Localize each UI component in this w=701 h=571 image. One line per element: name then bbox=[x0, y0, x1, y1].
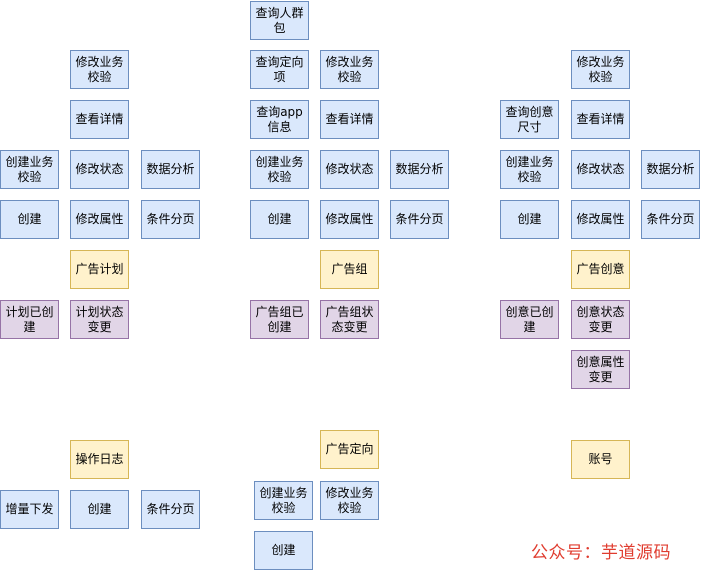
node-group-data-analysis: 数据分析 bbox=[390, 150, 449, 189]
node-plan-create: 创建 bbox=[0, 200, 59, 239]
node-creative-data-analysis: 数据分析 bbox=[641, 150, 700, 189]
node-ad-creative: 广告创意 bbox=[571, 250, 630, 289]
node-group-modify-biz-validate: 修改业务校验 bbox=[320, 50, 379, 89]
watermark-text: 公众号：芋道源码 bbox=[531, 543, 671, 563]
node-targeting-create: 创建 bbox=[254, 531, 313, 570]
node-query-audience-pack: 查询人群包 bbox=[250, 1, 309, 40]
node-group-create-biz-validate: 创建业务校验 bbox=[250, 150, 309, 189]
node-group-status-change: 广告组状态变更 bbox=[320, 300, 379, 339]
node-account: 账号 bbox=[571, 440, 630, 479]
node-plan-view-details: 查看详情 bbox=[70, 100, 129, 139]
node-plan-created: 计划已创建 bbox=[0, 300, 59, 339]
node-plan-modify-status: 修改状态 bbox=[70, 150, 129, 189]
node-creative-create: 创建 bbox=[500, 200, 559, 239]
node-log-create: 创建 bbox=[70, 490, 129, 529]
node-log-cond-paging: 条件分页 bbox=[141, 490, 200, 529]
node-plan-cond-paging: 条件分页 bbox=[141, 200, 200, 239]
node-creative-query-size: 查询创意尺寸 bbox=[500, 100, 559, 139]
node-group-query-targeting: 查询定向项 bbox=[250, 50, 309, 89]
node-plan-modify-biz-validate: 修改业务校验 bbox=[70, 50, 129, 89]
node-ad-group: 广告组 bbox=[320, 250, 379, 289]
node-targeting-modify-biz-validate: 修改业务校验 bbox=[320, 481, 379, 520]
node-plan-modify-attr: 修改属性 bbox=[70, 200, 129, 239]
node-group-created: 广告组已创建 bbox=[250, 300, 309, 339]
node-creative-attr-change: 创意属性变更 bbox=[571, 350, 630, 389]
node-creative-modify-status: 修改状态 bbox=[571, 150, 630, 189]
node-plan-status-change: 计划状态变更 bbox=[70, 300, 129, 339]
node-operation-log: 操作日志 bbox=[70, 440, 129, 479]
node-group-modify-status: 修改状态 bbox=[320, 150, 379, 189]
node-creative-create-biz-validate: 创建业务校验 bbox=[500, 150, 559, 189]
node-plan-create-biz-validate: 创建业务校验 bbox=[0, 150, 59, 189]
node-targeting-create-biz-validate: 创建业务校验 bbox=[254, 481, 313, 520]
node-creative-modify-attr: 修改属性 bbox=[571, 200, 630, 239]
node-creative-status-change: 创意状态变更 bbox=[571, 300, 630, 339]
node-group-cond-paging: 条件分页 bbox=[390, 200, 449, 239]
node-creative-cond-paging: 条件分页 bbox=[641, 200, 700, 239]
node-creative-view-details: 查看详情 bbox=[571, 100, 630, 139]
node-creative-modify-biz-validate: 修改业务校验 bbox=[571, 50, 630, 89]
node-plan-data-analysis: 数据分析 bbox=[141, 150, 200, 189]
node-group-view-details: 查看详情 bbox=[320, 100, 379, 139]
node-ad-targeting: 广告定向 bbox=[320, 430, 379, 469]
node-group-create: 创建 bbox=[250, 200, 309, 239]
node-log-incremental-push: 增量下发 bbox=[0, 490, 59, 529]
node-creative-created: 创意已创建 bbox=[500, 300, 559, 339]
node-group-query-app-info: 查询app信息 bbox=[250, 100, 309, 139]
node-ad-plan: 广告计划 bbox=[70, 250, 129, 289]
node-group-modify-attr: 修改属性 bbox=[320, 200, 379, 239]
